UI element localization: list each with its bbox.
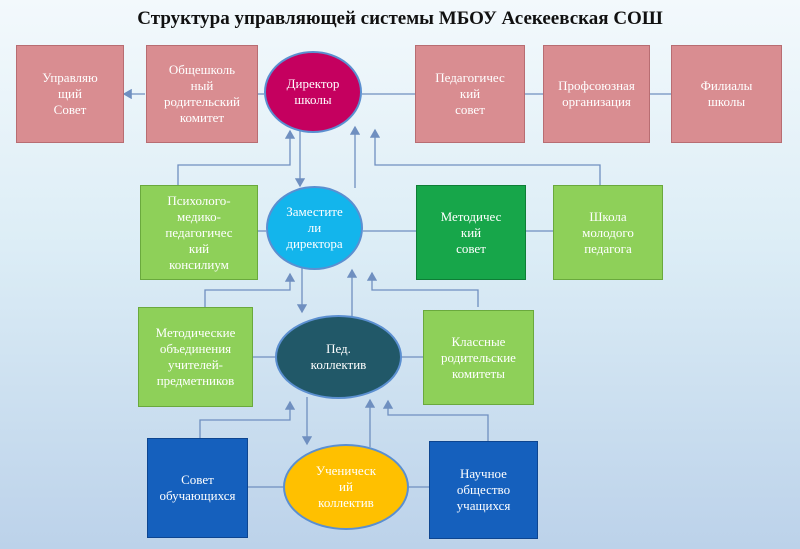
parent-committee-box: Общешколь ный родительский комитет [146,45,258,143]
arrow-classparents-deputies [366,271,479,307]
arrow-young-director [369,128,601,185]
ped-collective-label: Пед. коллектив [310,341,367,372]
student-collective-ellipse: Ученическ ий коллектив [283,444,409,530]
union-box: Профсоюзная организация [543,45,650,143]
deputies-label: Заместите ли директора [286,204,343,251]
director-ellipse: Директор школы [264,51,362,133]
deputies-ellipse: Заместите ли директора [266,186,363,270]
student-council-label: Совет обучающихся [159,472,236,503]
pmpk-box: Психолого- медико- педагогичес кий конси… [140,185,258,280]
pmpk-label: Психолого- медико- педагогичес кий конси… [165,192,233,272]
class-parent-committees-label: Классные родительские комитеты [441,333,516,381]
branches-label: Филиалы школы [700,78,753,109]
managing-council-label: Управляю щий Совет [42,70,98,117]
director-label: Директор школы [286,76,340,107]
ped-council-label: Педагогичес кий совет [435,70,505,117]
arrow-pmpk-director [177,129,296,185]
young-teacher-label: Школа молодого педагога [582,208,634,256]
ped-collective-ellipse: Пед. коллектив [275,315,402,399]
diagram-title: Структура управляющей системы МБОУ Асеке… [137,8,663,29]
branches-box: Филиалы школы [671,45,782,143]
arrow-science-ped [382,399,489,441]
science-society-label: Научное общество учащихся [456,466,511,513]
science-society-box: Научное общество учащихся [429,441,538,539]
class-parent-committees-box: Классные родительские комитеты [423,310,534,405]
method-council-box: Методичес кий совет [416,185,526,280]
method-assoc-box: Методические объединения учителей- предм… [138,307,253,407]
arrow-assoc-deputies [204,272,296,307]
arrow-studcouncil-ped [199,400,296,439]
managing-council-box: Управляю щий Совет [16,45,124,143]
parent-committee-label: Общешколь ный родительский комитет [163,62,241,125]
young-teacher-box: Школа молодого педагога [553,185,663,280]
method-assoc-label: Методические объединения учителей- предм… [155,325,236,388]
student-council-box: Совет обучающихся [147,438,248,538]
student-collective-label: Ученическ ий коллектив [315,463,377,510]
union-label: Профсоюзная организация [558,78,635,109]
ped-council-box: Педагогичес кий совет [415,45,525,143]
method-council-label: Методичес кий совет [440,208,502,256]
